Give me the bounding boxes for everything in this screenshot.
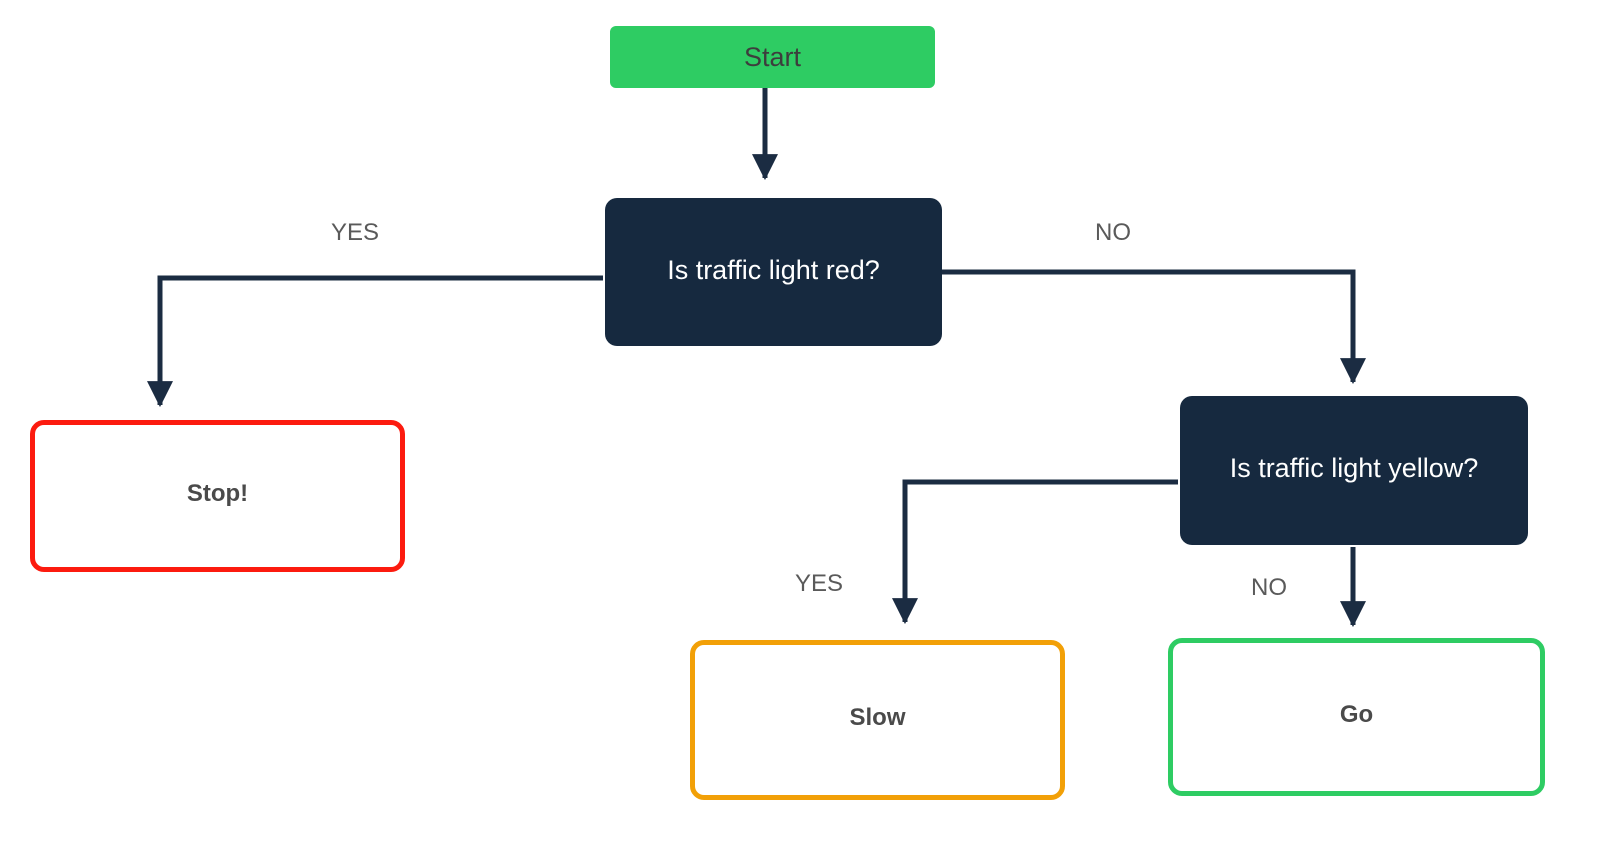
node-start-label: Start xyxy=(743,41,802,72)
edge-label-q-red-yes: YES xyxy=(331,219,380,246)
node-decision-is-traffic-light-yellow-label: Is traffic light yellow? xyxy=(1229,453,1479,484)
edge-q-red-yes-to-stop xyxy=(147,275,603,408)
node-outcome-go-label: Go xyxy=(1339,700,1374,728)
edge-label-q-red-no: NO xyxy=(1095,219,1131,246)
edge-q-yellow-yes-to-slow xyxy=(892,479,1178,625)
edge-label-q-yellow-yes: YES xyxy=(795,570,844,597)
node-decision-is-traffic-light-yellow[interactable]: Is traffic light yellow? xyxy=(1180,396,1528,545)
edge-q-red-no-to-q-yellow xyxy=(942,269,1366,385)
node-outcome-go[interactable]: Go xyxy=(1168,638,1545,796)
node-outcome-stop-label: Stop! xyxy=(186,479,249,507)
node-decision-is-traffic-light-red-label: Is traffic light red? xyxy=(667,254,880,285)
node-start[interactable]: Start xyxy=(610,26,935,88)
node-outcome-stop[interactable]: Stop! xyxy=(30,420,405,572)
edge-label-q-yellow-no: NO xyxy=(1251,574,1287,601)
node-outcome-slow[interactable]: Slow xyxy=(690,640,1065,800)
node-outcome-slow-label: Slow xyxy=(849,703,906,731)
node-decision-is-traffic-light-red[interactable]: Is traffic light red? xyxy=(605,198,942,346)
